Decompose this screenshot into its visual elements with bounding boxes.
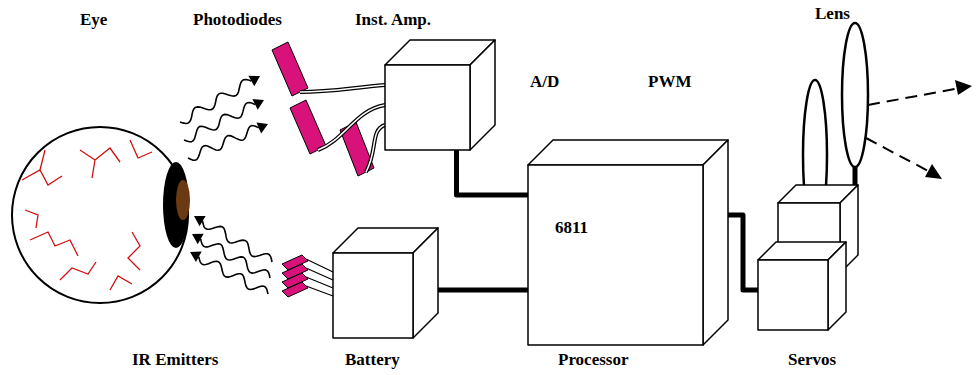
photodiodes (272, 42, 374, 176)
processor-box: 6811Processor (528, 140, 728, 345)
part-label: Servos (788, 350, 836, 370)
part-label: IR Emitters (132, 350, 218, 370)
wave-arrowhead (252, 99, 264, 110)
eye-veins (22, 140, 152, 290)
box-outline (528, 140, 728, 345)
photodiode-wires (300, 85, 385, 172)
iris (163, 162, 189, 248)
chip-number: 6811 (555, 218, 588, 238)
cable (438, 290, 528, 291)
wave-arrowhead (194, 216, 206, 226)
amplifier-box: Inst. Amp. (385, 40, 495, 150)
part-label: Photodiodes (193, 10, 282, 30)
cable-line (438, 288, 528, 293)
box-outline (385, 40, 495, 150)
cable-line (728, 215, 758, 290)
box-outline (758, 185, 858, 330)
cable (457, 150, 529, 195)
cable-line (457, 150, 529, 195)
box-3d (333, 228, 438, 338)
ir-wave (188, 126, 259, 161)
battery-box: Battery (333, 228, 438, 338)
ir-emitters (282, 255, 333, 297)
wave-arrowhead (190, 251, 202, 262)
part-label: PWM (648, 72, 691, 92)
eyeball (12, 127, 188, 303)
wave-arrowhead (192, 234, 204, 244)
box-3d (758, 242, 846, 330)
wave-arrowhead (256, 122, 268, 133)
part-label: Lens (815, 4, 850, 24)
servo-box: Servos (758, 185, 858, 330)
part-label: A/D (530, 72, 559, 92)
cable (728, 215, 758, 290)
ir-wave (203, 221, 272, 262)
part-label: Processor (558, 350, 629, 370)
part-label: Battery (345, 350, 400, 370)
pupil (176, 180, 190, 220)
box-3d (385, 40, 495, 150)
box-3d (528, 140, 728, 345)
wave-arrowhead (248, 76, 260, 86)
ir-wave (184, 103, 255, 142)
ir-wave (199, 257, 268, 294)
ir-wave (201, 239, 270, 278)
part-label: Inst. Amp. (355, 10, 431, 30)
box-outline (333, 228, 438, 338)
part-label: Eye (80, 10, 107, 30)
